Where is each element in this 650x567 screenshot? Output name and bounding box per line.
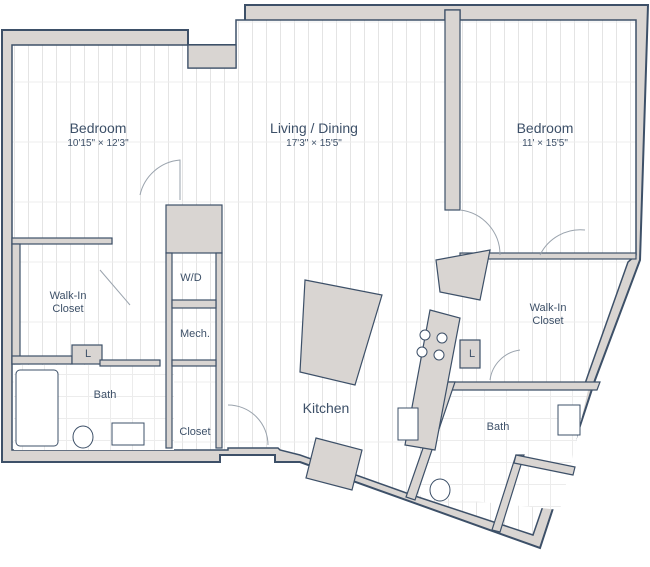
living-dining-dims: 17'3" × 15'5"	[286, 138, 342, 149]
walkin-closet-right-label: Walk-In Closet	[529, 302, 567, 327]
bathtub	[15, 369, 59, 447]
washer-dryer-label: W/D	[180, 272, 202, 284]
bedroom-right-label: Bedroom	[516, 120, 574, 136]
bedroom-left-label: Bedroom	[69, 120, 127, 136]
linen-left-label: L	[84, 348, 92, 360]
bath-left-label: Bath	[93, 389, 117, 401]
door-swings	[99, 159, 586, 446]
sink-left	[111, 422, 145, 446]
fixtures	[15, 329, 581, 502]
linen-right-label: L	[468, 348, 476, 360]
mechanical-label: Mech.	[180, 328, 210, 340]
closet-label: Closet	[179, 426, 211, 438]
bath-right-label: Bath	[486, 421, 510, 433]
interior-walls	[11, 9, 637, 533]
kitchen-label: Kitchen	[302, 400, 350, 416]
toilet-left	[72, 425, 94, 449]
bath-right-floor	[415, 382, 590, 510]
kitchen-sink	[397, 407, 419, 441]
bedroom-right-dims: 11' × 15'5"	[522, 138, 568, 149]
living-dining-label: Living / Dining	[270, 120, 358, 136]
bedroom-left-dims: 10'15" × 12'3"	[67, 138, 129, 149]
sink-right	[557, 404, 581, 436]
toilet-right	[429, 478, 451, 502]
walkin-closet-left-label: Walk-In Closet	[49, 290, 87, 315]
